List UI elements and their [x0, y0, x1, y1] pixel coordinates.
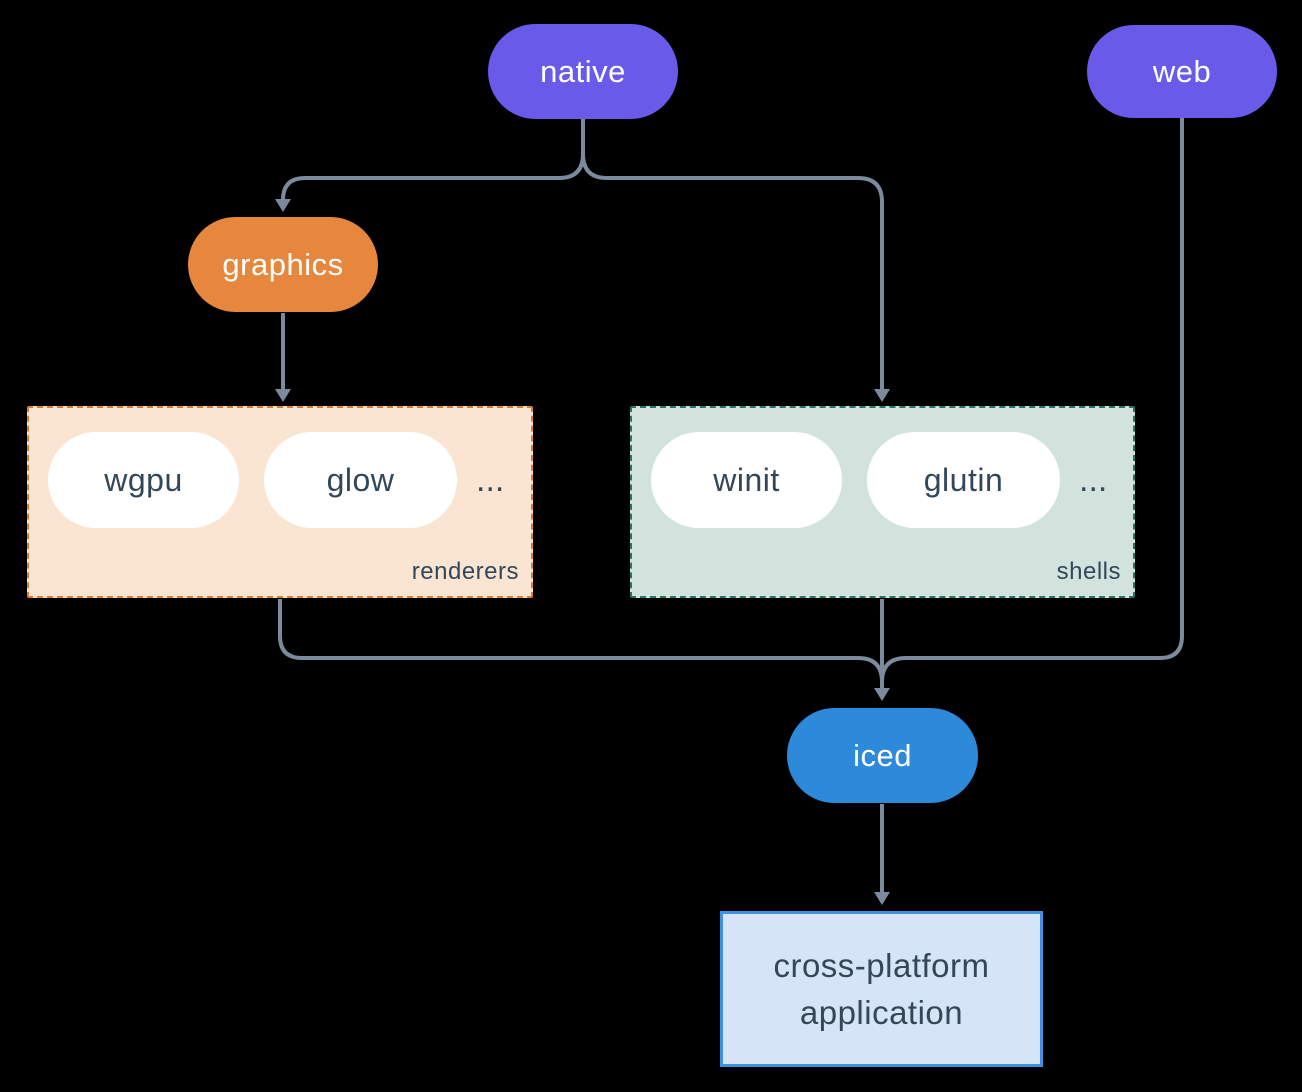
node-iced: iced [787, 708, 978, 803]
application-label-line1: cross-platform [773, 947, 990, 984]
node-glow-label: glow [326, 461, 395, 498]
edge-renderers-iced [278, 599, 884, 688]
renderers-ellipsis: ... [476, 460, 505, 499]
node-winit-label: winit [713, 461, 780, 498]
node-web: web [1087, 25, 1277, 118]
arrowhead-graphics [275, 199, 291, 212]
node-cross-platform-application: cross-platform application [720, 911, 1043, 1067]
node-native: native [488, 24, 678, 119]
arrowhead-renderers [275, 389, 291, 402]
renderers-group-label: renderers [411, 558, 519, 585]
application-label-line2: application [799, 994, 964, 1031]
edge-web-iced [880, 118, 1184, 688]
node-graphics: graphics [188, 217, 378, 312]
node-glutin-label: glutin [923, 461, 1004, 498]
node-wgpu: wgpu [48, 432, 239, 528]
arrowhead-shells [874, 389, 890, 402]
shells-ellipsis: ... [1079, 460, 1108, 499]
edge-native-shells [581, 119, 884, 391]
edge-native-graphics [281, 119, 585, 201]
node-glow: glow [264, 432, 457, 528]
node-native-label: native [540, 53, 626, 89]
group-shells: winit glutin ... shells [630, 406, 1135, 598]
node-glutin: glutin [867, 432, 1060, 528]
node-graphics-label: graphics [222, 246, 344, 282]
shells-group-label: shells [1056, 558, 1121, 585]
node-wgpu-label: wgpu [104, 461, 183, 498]
arrowhead-iced [874, 688, 890, 701]
group-renderers: wgpu glow ... renderers [27, 406, 533, 598]
node-winit: winit [651, 432, 842, 528]
node-iced-label: iced [853, 737, 912, 773]
arrowhead-application [874, 892, 890, 905]
node-web-label: web [1152, 53, 1212, 89]
